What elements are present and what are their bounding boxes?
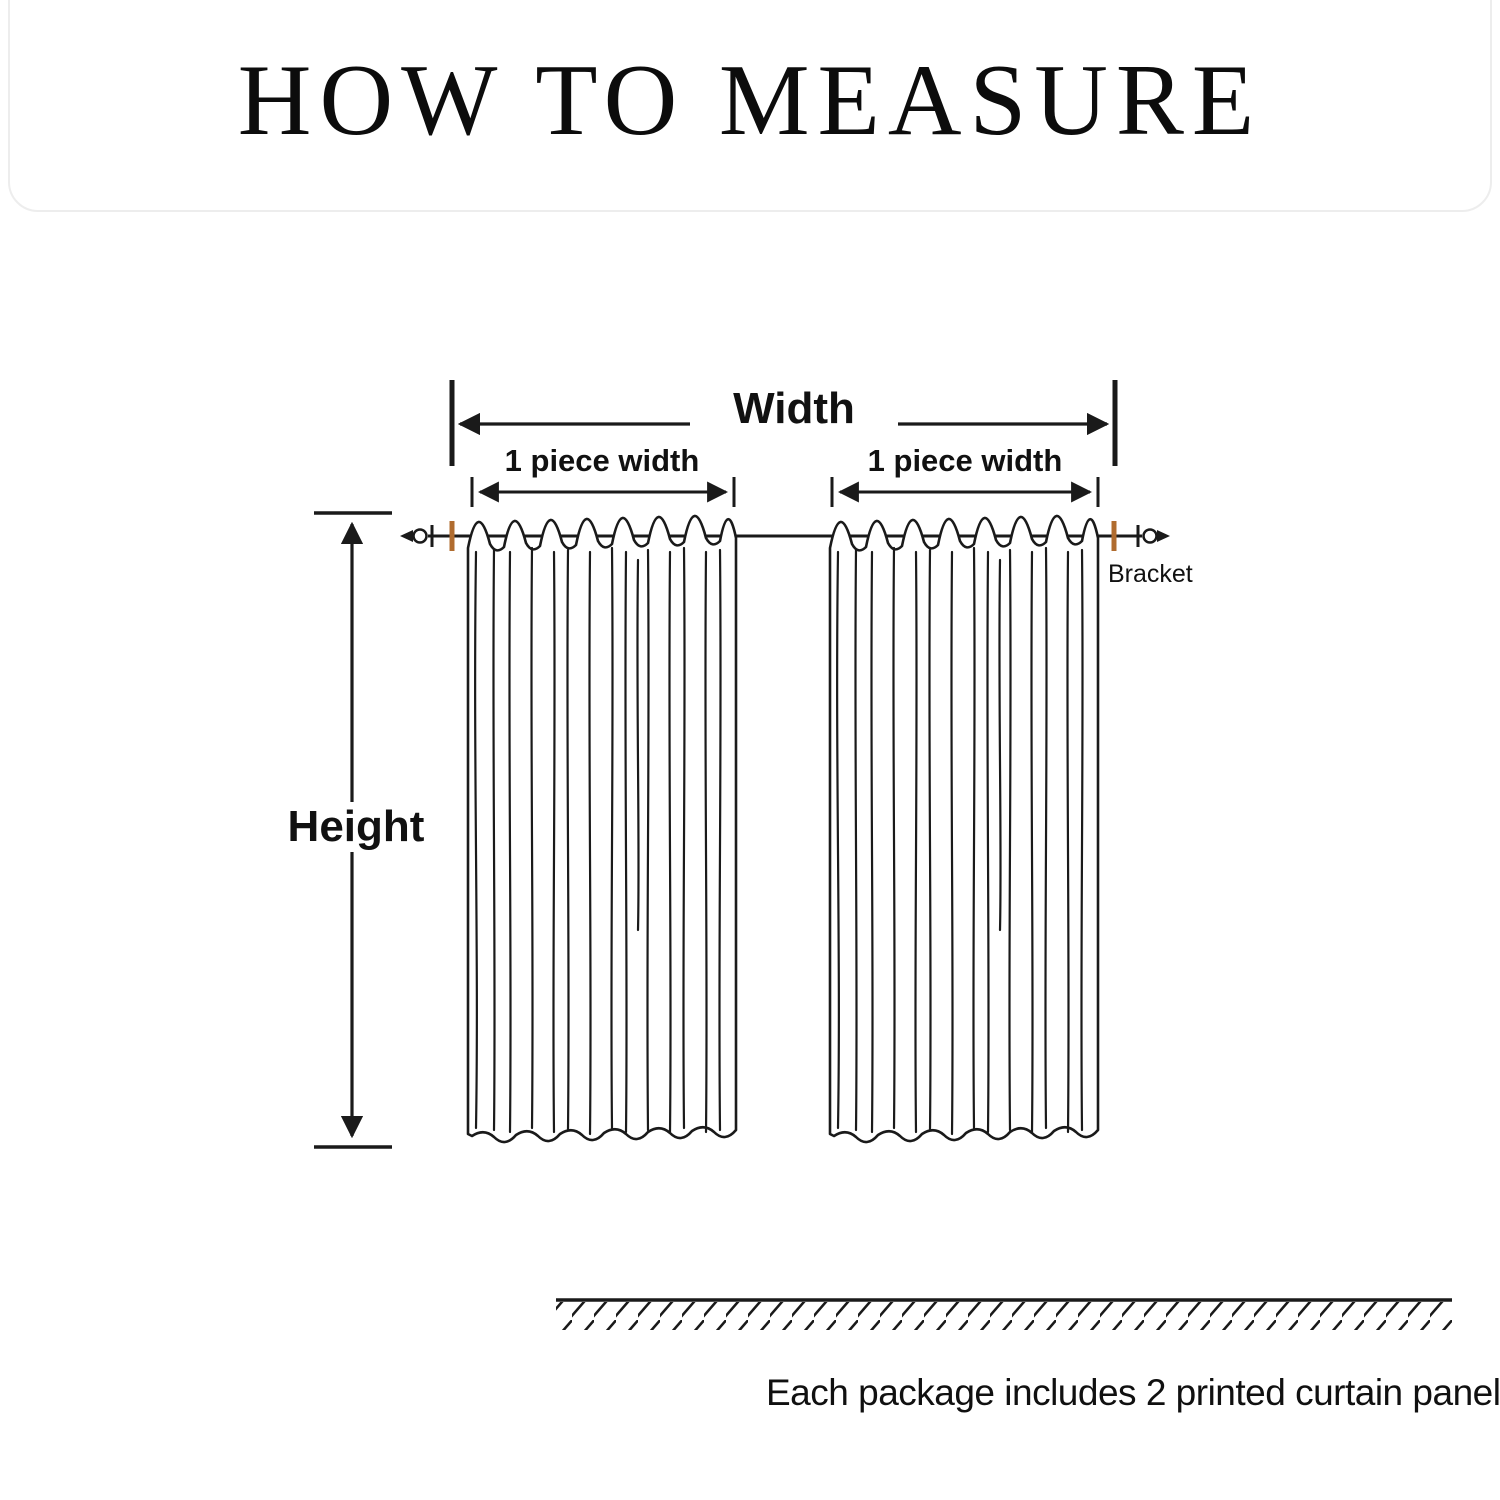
curtain-panel-right xyxy=(828,514,1100,1144)
piece-width-right-arrow xyxy=(830,477,1100,507)
width-label: Width xyxy=(690,384,898,434)
height-label: Height xyxy=(250,802,462,852)
finial-right-icon xyxy=(1136,525,1170,547)
ground-hatching xyxy=(556,1302,1452,1330)
piece-width-right-label: 1 piece width xyxy=(867,443,1063,478)
card-outline xyxy=(8,0,1492,212)
curtain-panel-left xyxy=(466,514,738,1144)
package-note: Each package includes 2 printed curtain … xyxy=(766,1372,1500,1413)
piece-width-left-label: 1 piece width xyxy=(504,443,700,478)
bracket-label: Bracket xyxy=(1108,560,1193,588)
finial-left-icon xyxy=(400,525,434,547)
piece-width-left-arrow xyxy=(470,477,736,507)
page-title: HOW TO MEASURE xyxy=(237,44,1263,157)
